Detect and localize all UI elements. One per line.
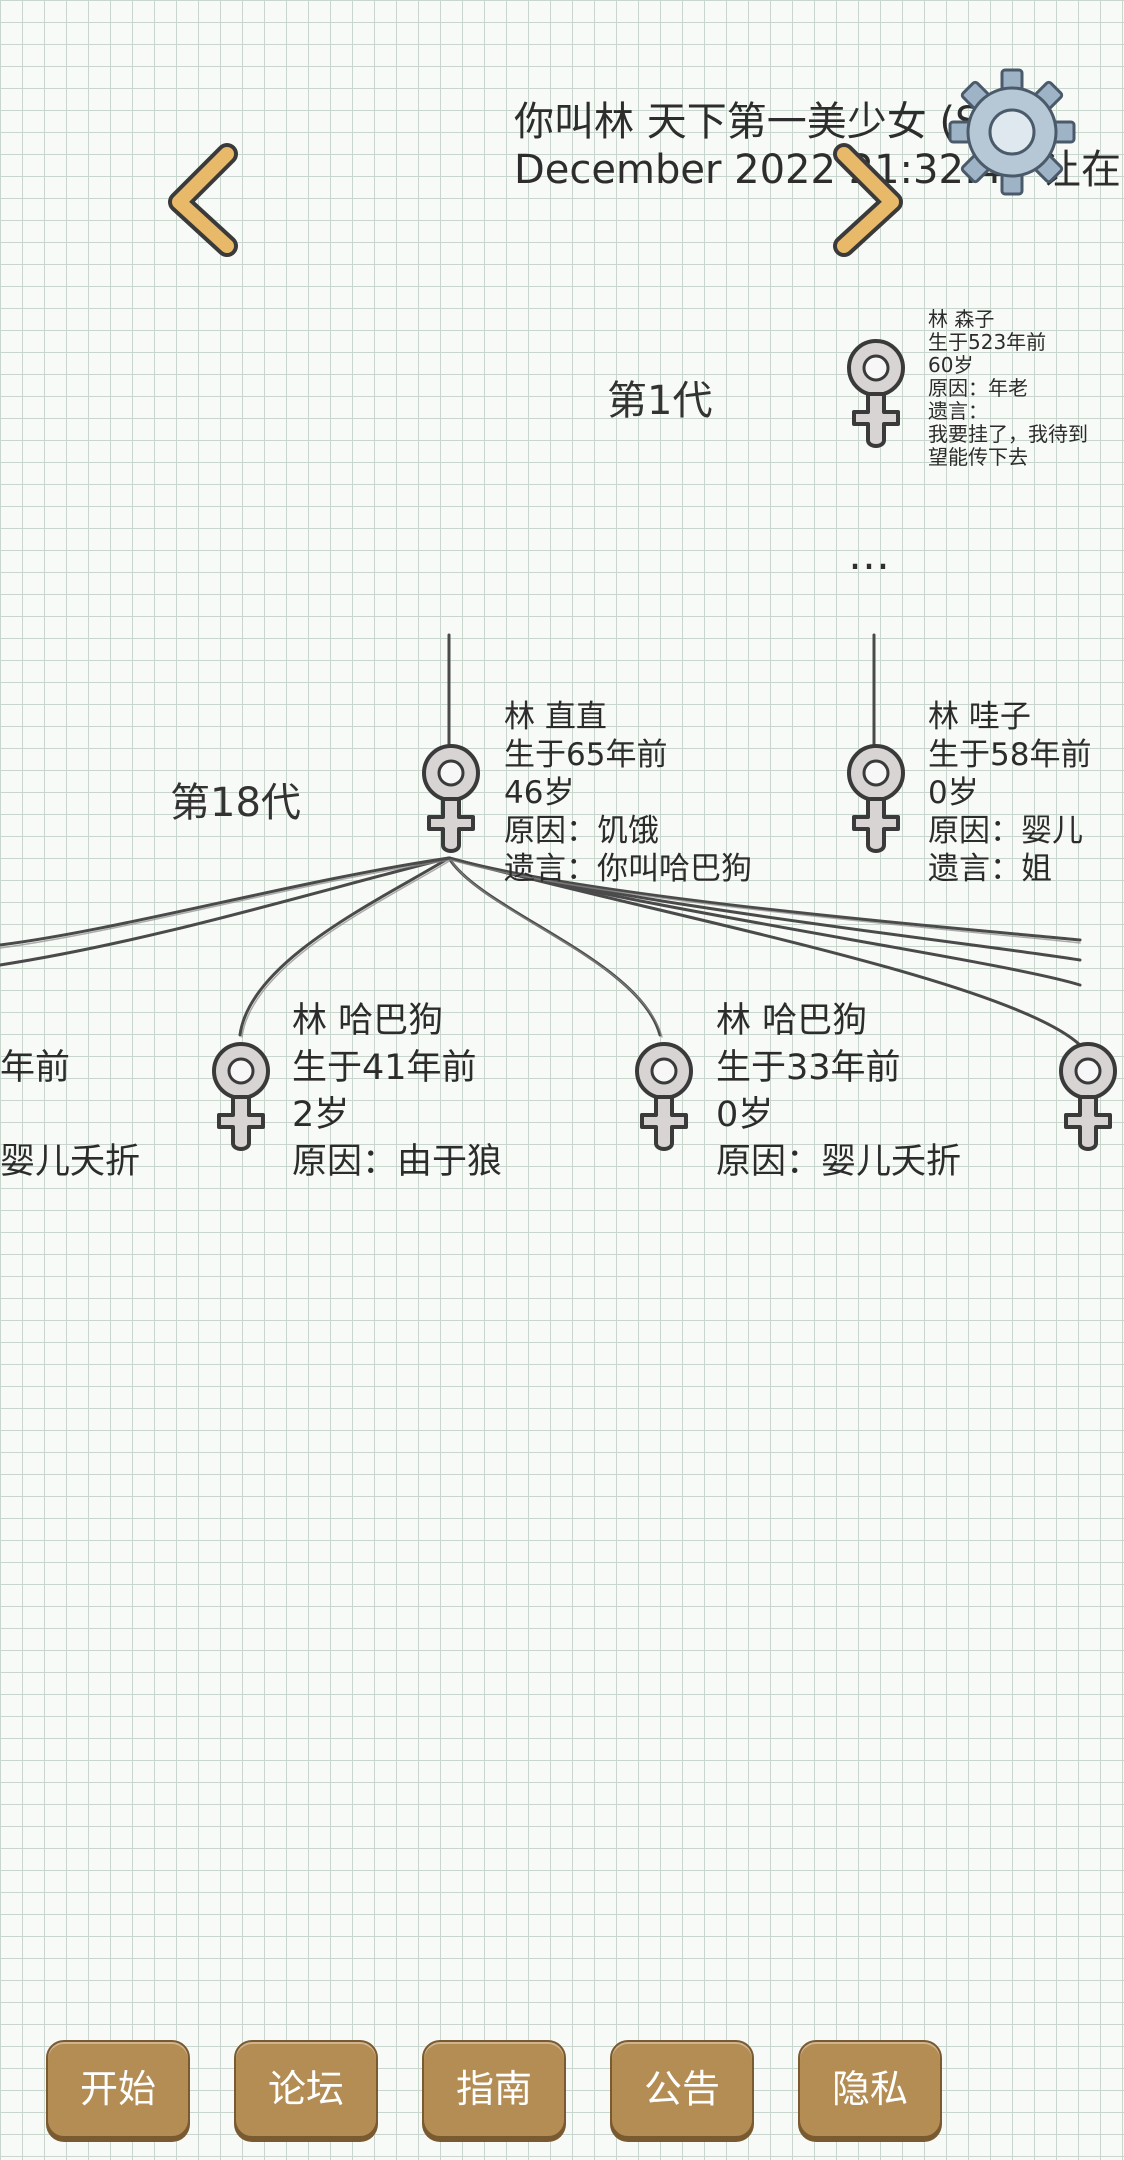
title-line-name: 你叫林 天下第一美少女 (Seu <box>514 99 1031 145</box>
parent-node-1[interactable] <box>415 737 487 865</box>
child-cause: 原因：由于狼 <box>292 1142 503 1182</box>
child-info-1: 林 哈巴狗 生于41年前 2岁 原因：由于狼 <box>292 998 502 1186</box>
forum-button[interactable]: 论坛 <box>234 2040 378 2138</box>
generation-ellipsis: … <box>848 530 892 579</box>
bottom-menu: 开始 论坛 指南 公告 隐私 <box>0 2040 1080 2140</box>
prev-generation-button[interactable] <box>165 140 255 260</box>
child-link-line <box>0 856 451 947</box>
guide-button[interactable]: 指南 <box>422 2040 566 2138</box>
parent-name: 林 哇子 <box>928 699 1031 735</box>
child-link-line <box>447 856 1082 1047</box>
female-symbol-icon <box>1059 1042 1117 1151</box>
parent-will: 遗言：你叫哈巴狗 <box>504 851 752 887</box>
parent-cause: 原因：婴儿 <box>928 813 1083 849</box>
parent-cause: 原因：饥饿 <box>504 813 659 849</box>
ancestor-birth: 生于523年前 <box>928 330 1047 354</box>
child-node-2[interactable] <box>628 1035 700 1163</box>
female-symbol-icon <box>847 339 905 448</box>
child-age: 2岁 <box>292 1095 350 1135</box>
parent-info-2: 林 哇子 生于58年前 0岁 原因：婴儿 遗言：姐 <box>928 698 1092 888</box>
family-tree-lines <box>0 633 1082 1047</box>
parent-will: 遗言：姐 <box>928 851 1052 887</box>
child-birth: 生于41年前 <box>292 1048 477 1088</box>
ancestor-info: 林 森子 生于523年前 60岁 原因：年老 遗言： 我要挂了，我待到 望能传下… <box>928 308 1088 469</box>
child-cause: 原因：婴儿夭折 <box>716 1142 962 1182</box>
female-symbol-icon <box>847 744 905 853</box>
ancestor-name: 林 森子 <box>928 307 995 331</box>
female-symbol-icon <box>212 1042 270 1151</box>
child-age <box>0 1092 140 1139</box>
child-info-0: 年前 婴儿夭折 <box>0 1045 140 1186</box>
child-link-line <box>0 856 451 967</box>
parent-age: 0岁 <box>928 775 979 811</box>
notice-button[interactable]: 公告 <box>610 2040 754 2138</box>
child-node-3[interactable] <box>1052 1035 1117 1163</box>
privacy-button[interactable]: 隐私 <box>798 2040 942 2138</box>
settings-button[interactable] <box>945 65 1080 200</box>
parent-node-2[interactable] <box>840 737 912 865</box>
parent-age: 46岁 <box>504 775 575 811</box>
next-generation-button[interactable] <box>822 140 912 260</box>
generation-label-current: 第18代 <box>170 780 301 826</box>
child-info-2: 林 哈巴狗 生于33年前 0岁 原因：婴儿夭折 <box>716 998 961 1186</box>
parent-name: 林 直直 <box>504 699 607 735</box>
ancestor-will-label: 遗言： <box>928 399 988 423</box>
chevron-left-icon <box>168 143 238 257</box>
child-name: 林 哈巴狗 <box>716 1001 868 1041</box>
gear-icon <box>948 68 1076 196</box>
female-symbol-icon <box>422 744 480 853</box>
female-symbol-icon <box>635 1042 693 1151</box>
child-age: 0岁 <box>716 1095 774 1135</box>
ancestor-will-text2: 望能传下去 <box>928 445 1028 469</box>
chevron-right-icon <box>833 143 903 257</box>
ancestor-node[interactable] <box>840 332 912 460</box>
ancestor-cause: 原因：年老 <box>928 376 1028 400</box>
generation-label-first: 第1代 <box>607 378 713 424</box>
ancestor-will-text1: 我要挂了，我待到 <box>928 422 1088 446</box>
child-name: 林 哈巴狗 <box>292 1001 444 1041</box>
ancestor-age: 60岁 <box>928 353 974 377</box>
parent-birth: 生于65年前 <box>504 737 668 773</box>
child-birth: 生于33年前 <box>716 1048 901 1088</box>
child-cause: 婴儿夭折 <box>0 1142 141 1182</box>
parent-birth: 生于58年前 <box>928 737 1092 773</box>
child-birth: 年前 <box>0 1048 71 1088</box>
child-link-line <box>238 856 451 1037</box>
child-node-1[interactable] <box>205 1035 277 1163</box>
parent-info-1: 林 直直 生于65年前 46岁 原因：饥饿 遗言：你叫哈巴狗 <box>504 698 752 888</box>
start-button[interactable]: 开始 <box>46 2040 190 2138</box>
